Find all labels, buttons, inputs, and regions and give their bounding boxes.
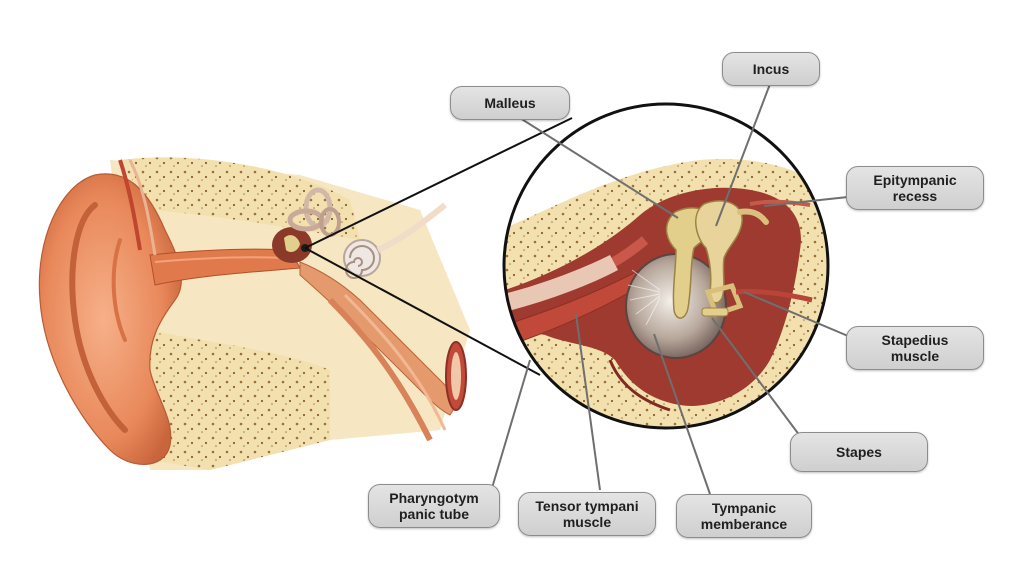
helix-fold [69, 202, 128, 433]
label-tympanic-membrane: Tympanic memberance [676, 494, 812, 538]
stapedius-muscle-fiber [735, 289, 813, 303]
stapes-footplate [701, 307, 729, 317]
label-tensor-tympani: Tensor tympani muscle [518, 492, 656, 536]
leader-stapedius-muscle [743, 291, 849, 337]
leader-tensor-tympani [575, 313, 601, 491]
tensor-veli-muscle [327, 297, 433, 442]
ossicles-small [284, 235, 300, 252]
leader-malleus [519, 117, 679, 219]
temporal-vessel [118, 159, 142, 251]
label-incus: Incus [722, 52, 820, 86]
magnifier-ring [502, 102, 830, 430]
incus-short-process [737, 208, 769, 225]
muscle-fibers [343, 293, 447, 431]
temporal-bone-upper [120, 157, 360, 240]
vestibulocochlear-nerve [376, 202, 447, 253]
label-stapes: Stapes [790, 432, 928, 472]
tube-opening-inner [451, 352, 461, 400]
canal-wall [504, 255, 618, 312]
cochlea [343, 239, 381, 279]
label-malleus: Malleus [450, 86, 570, 120]
incus-bone [695, 200, 743, 304]
leader-incus [715, 83, 771, 227]
leader-tympanic-membrane [653, 333, 711, 495]
temporal-bone-lower [150, 330, 330, 470]
label-stapedius-muscle: Stapedius muscle [846, 326, 984, 370]
cavity-floor [608, 359, 671, 412]
leader-lines [491, 83, 849, 495]
label-pharyngotympanic-tube: Pharyngotym panic tube [368, 484, 500, 528]
zoom-line-bottom [304, 247, 541, 376]
leader-stapes [711, 317, 801, 437]
leader-pharyngotympanic-tube [491, 359, 531, 489]
magnified-middle-ear [502, 102, 830, 430]
stapes-bone [704, 283, 744, 318]
canal-highlight [154, 256, 289, 263]
temporal-fascia [128, 159, 157, 256]
label-epitympanic-recess: Epitympanic recess [846, 166, 984, 210]
antihelix [111, 238, 127, 342]
outer-ear-illustration [38, 157, 470, 470]
zoom-line-top [304, 117, 573, 249]
leader-epitympanic-recess [763, 196, 849, 207]
epitympanic-ligament [749, 199, 811, 207]
membrane-light-reflex [627, 269, 661, 326]
